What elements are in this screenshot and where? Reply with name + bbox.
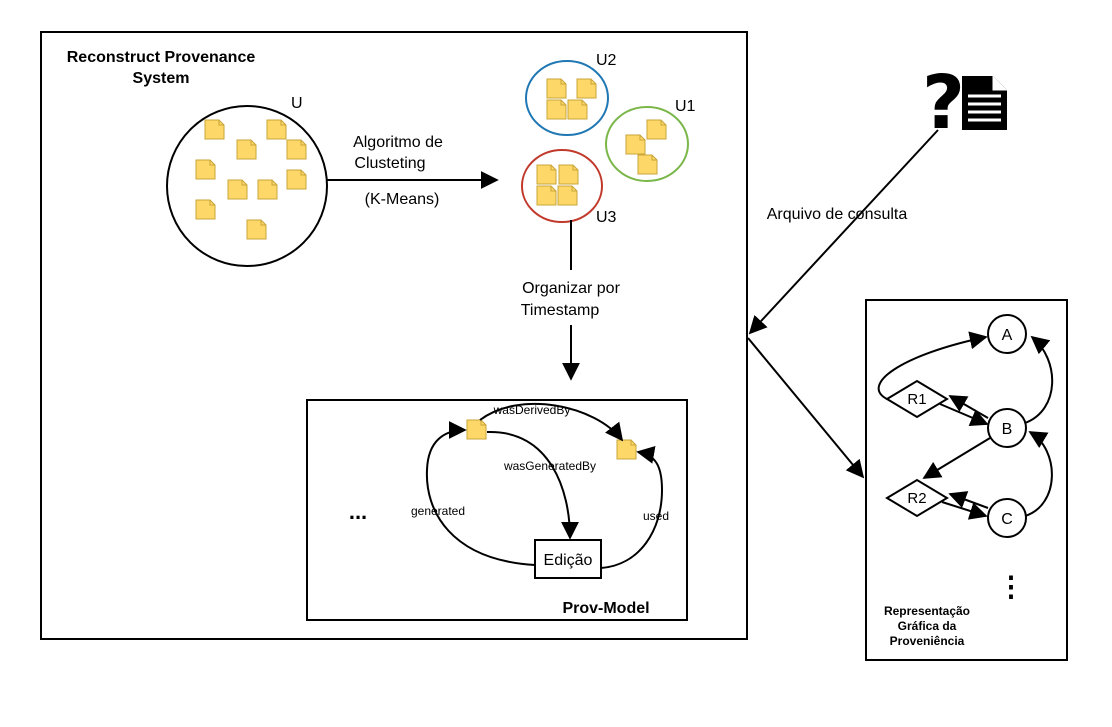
prov-entity-right (616, 439, 637, 460)
organize-label-line1: Organizar por (522, 280, 620, 297)
prov-edge-generated-by-label: wasGeneratedBy (503, 459, 596, 473)
prov-edge-derived (479, 402, 624, 442)
cluster-u-notes (195, 119, 307, 240)
graph-node-r1-label: R1 (907, 391, 926, 408)
graph-edge-r1-b (939, 403, 989, 426)
cluster-u1 (605, 106, 689, 182)
graph-caption-line2: Gráfica da (898, 619, 957, 633)
prov-edge-generated-label: generated (411, 504, 465, 518)
system-title-line2: System (133, 70, 190, 87)
prov-model-title: Prov-Model (562, 600, 649, 617)
graph-ellipsis: ⋮ (997, 571, 1025, 602)
prov-activity-label: Edição (544, 552, 593, 569)
prov-model-ellipsis: ... (349, 499, 367, 524)
graph-edge-c-b (1024, 431, 1053, 517)
query-label: Arquivo de consulta (767, 206, 908, 223)
cluster-u2-label: U2 (596, 52, 617, 69)
cluster-u-label: U (291, 95, 303, 112)
prov-edge-used-label: used (643, 509, 669, 523)
graph-edge-b-r2 (922, 437, 991, 479)
output-arrow (747, 337, 865, 479)
prov-edge-derived-label: wasDerivedBy (493, 403, 571, 417)
system-title-line1: Reconstruct Provenance (67, 49, 256, 66)
organize-label-line2: Timestamp (521, 302, 600, 319)
clustering-label-line1: Algoritmo de (353, 134, 443, 151)
prov-edge-generated (425, 421, 536, 566)
prov-activity-box (534, 539, 602, 579)
clustering-label-line2: Clusteting (354, 155, 425, 172)
graph-edges (877, 331, 1054, 520)
clustering-label-line3: (K-Means) (365, 191, 440, 208)
prov-edge-generated-by (486, 430, 579, 540)
cluster-u (166, 105, 328, 267)
graph-node-b (987, 408, 1027, 448)
graph-node-r1 (885, 379, 949, 419)
graph-node-r2-label: R2 (907, 490, 926, 507)
question-document-icon: ? (922, 60, 1007, 146)
cluster-u2-notes (546, 78, 597, 120)
cluster-u3-label: U3 (596, 209, 617, 226)
graph-edge-b-r1 (948, 395, 989, 419)
cluster-u2 (525, 60, 609, 136)
cluster-u3-notes (536, 164, 579, 206)
graph-node-c-label: C (1001, 511, 1013, 528)
graph-edge-r1-a (877, 331, 988, 400)
prov-model-box (306, 399, 688, 621)
prov-entity-left (466, 419, 487, 440)
graph-caption-line1: Representação (884, 604, 970, 618)
cluster-u3 (521, 149, 603, 223)
query-arrow (748, 129, 939, 335)
graph-box (865, 299, 1068, 661)
svg-text:?: ? (922, 60, 965, 146)
system-box (40, 31, 748, 640)
graph-node-a (987, 314, 1027, 354)
cluster-u1-label: U1 (675, 98, 696, 115)
graph-node-c (987, 498, 1027, 538)
graph-node-a-label: A (1002, 327, 1013, 344)
graph-edge-c-r2 (948, 491, 989, 509)
graph-edge-b-a (1024, 335, 1054, 424)
graph-node-b-label: B (1002, 421, 1013, 438)
cluster-u1-notes (625, 119, 667, 175)
graph-caption-line3: Proveniência (890, 634, 965, 648)
prov-edge-used (600, 445, 664, 569)
graph-node-r2 (885, 478, 949, 518)
